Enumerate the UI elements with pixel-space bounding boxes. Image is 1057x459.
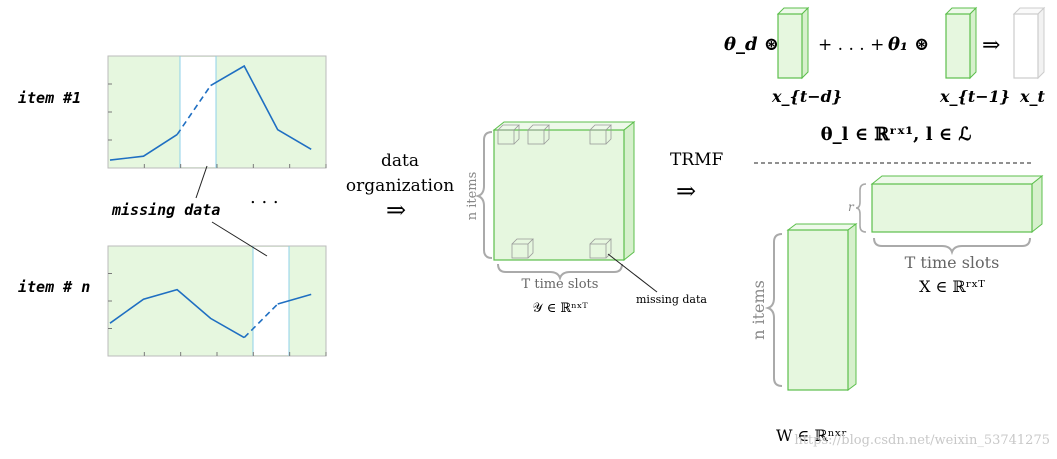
matrix-y-side-label: n items: [465, 172, 480, 221]
vector-x-t: [1012, 6, 1046, 80]
theta-d-term: θ_d ⊛: [724, 34, 779, 55]
matrix-y-missing-pointer: [607, 253, 658, 293]
matrix-y: [474, 120, 636, 282]
matrix-w-caption: W ∈ ℝⁿˣʳ: [776, 426, 847, 445]
matrix-x-bottom-label: T time slots: [905, 253, 1000, 272]
missing-pointer-2: [211, 221, 268, 257]
watermark: https://blog.csdn.net/weixin_53741275: [794, 433, 1050, 448]
data-organization-line2: organization: [346, 176, 454, 196]
trmf-result-arrow-icon: ⇒: [982, 33, 1000, 58]
matrix-y-bottom-label: T time slots: [522, 277, 599, 292]
matrix-y-caption: 𝒴 ∈ ℝⁿˣᵀ: [532, 301, 588, 316]
missing-pointer-1: [195, 165, 208, 199]
x-t-minus-1-label: x_{t−1}: [939, 87, 1010, 106]
itemn-series-line-missing: [243, 303, 279, 339]
matrix-x-caption: X ∈ ℝʳˣᵀ: [919, 277, 985, 296]
missing-cells: [497, 124, 612, 259]
x-t-minus-d-label: x_{t−d}: [771, 87, 842, 106]
plus-dots: + . . . +: [818, 35, 884, 55]
itemn-chart: [107, 245, 327, 357]
item1-chart: [107, 55, 327, 169]
matrix-x: [855, 174, 1044, 256]
matrix-w: [764, 223, 858, 391]
theta-constraint: θ_l ∈ ℝʳˣ¹, l ∈ ℒ: [821, 124, 972, 145]
item1-series-line-observed-a: [109, 133, 178, 161]
ellipsis: . . .: [250, 187, 279, 208]
itemn-label: item # n: [18, 278, 90, 296]
x-t-label: x_t: [1019, 87, 1046, 106]
item1-series-line-observed-b: [210, 64, 312, 150]
item1-label: item #1: [18, 89, 81, 107]
matrix-y-missing-label: missing data: [636, 293, 707, 306]
vector-x-t-minus-d: [776, 6, 810, 80]
data-organization-line1: data: [381, 151, 419, 171]
vector-x-t-minus-1: [944, 6, 978, 80]
trmf-arrow-icon: ⇒: [676, 177, 696, 205]
missing-data-label: missing data: [111, 201, 220, 219]
matrix-x-r-label: r: [848, 200, 855, 214]
organization-arrow-icon: ⇒: [386, 196, 406, 224]
itemn-series-line-observed-b: [277, 293, 312, 305]
theta-1-term: θ₁ ⊛: [888, 34, 929, 55]
itemn-series-line-observed-a: [109, 288, 245, 339]
matrix-w-side-label: n items: [749, 280, 768, 340]
trmf-label: TRMF: [670, 150, 724, 170]
